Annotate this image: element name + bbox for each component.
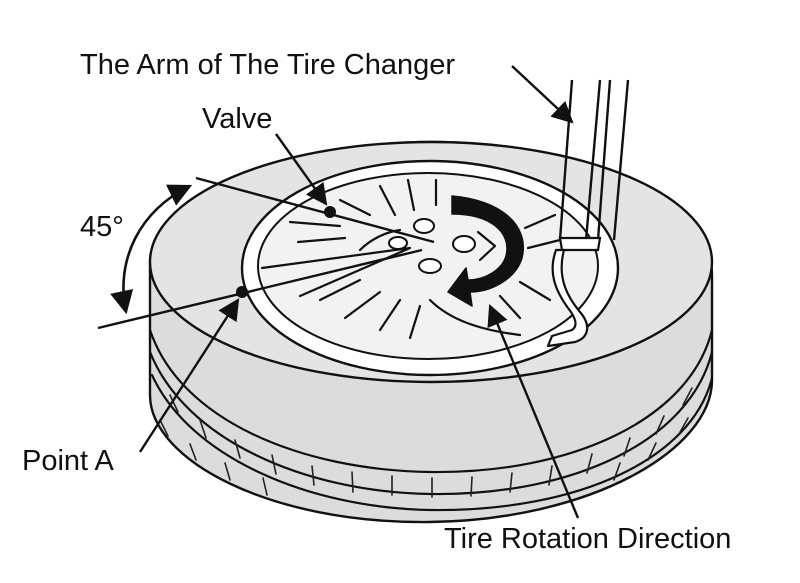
lug-hole: [413, 218, 435, 234]
point-a-marker: [236, 286, 248, 298]
lug-hole: [452, 235, 476, 253]
arm-label: The Arm of The Tire Changer: [80, 49, 455, 81]
lug-hole: [388, 236, 408, 250]
rim-spokes: [260, 178, 562, 340]
rotation-direction-label: Tire Rotation Direction: [444, 523, 731, 555]
angle-line-lower: [97, 248, 423, 330]
tread-pattern: [159, 387, 693, 498]
angle-arc-arrow: [110, 184, 193, 315]
angle-indicator: [97, 176, 435, 330]
angle-label: 45°: [80, 211, 124, 243]
valve-label: Valve: [202, 103, 272, 135]
point-a-label: Point A: [22, 445, 115, 477]
angle-line-upper: [195, 176, 435, 244]
tire-changer-arm: [546, 79, 630, 348]
curved-arrow-icon: [447, 195, 524, 307]
valve-point: [324, 206, 336, 218]
lug-hole: [418, 258, 442, 274]
leader-lines: [138, 65, 580, 519]
